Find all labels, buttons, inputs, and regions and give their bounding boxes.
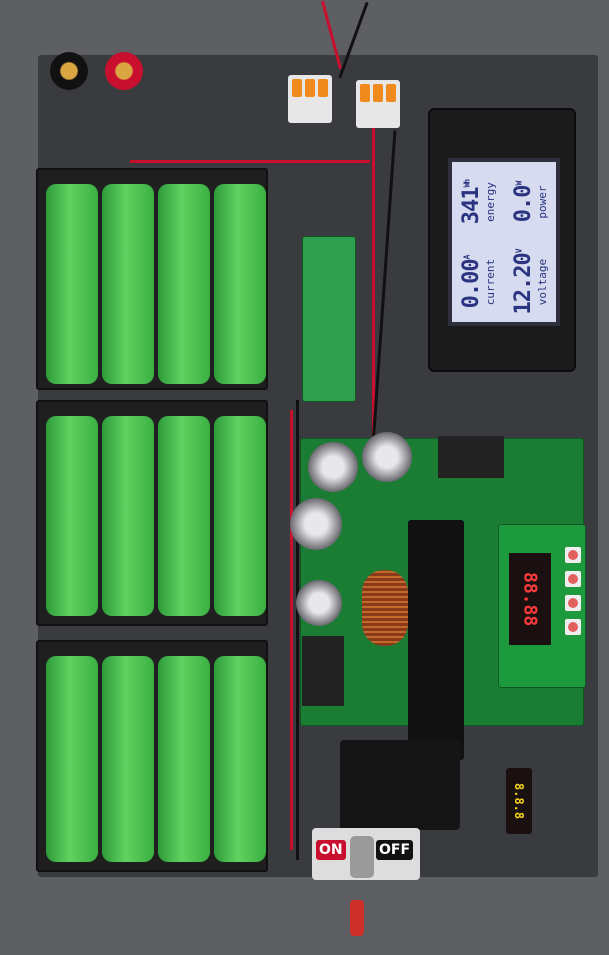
battery-cell [102, 184, 154, 384]
battery-holder [36, 640, 268, 872]
wago-connector [288, 75, 332, 123]
toggle-lever[interactable] [350, 836, 374, 878]
energy-unit: Wh [462, 179, 472, 188]
energy-value: 341 [459, 187, 484, 225]
switch-cover [350, 900, 364, 936]
battery-holder [36, 168, 268, 390]
power-label: power [536, 185, 549, 219]
battery-cell [158, 416, 210, 616]
red-wire [130, 160, 370, 163]
display-value: 88.88 [519, 571, 541, 627]
capacitor [290, 498, 342, 550]
battery-cell [214, 184, 266, 384]
battery-cell [102, 416, 154, 616]
voltmeter-value: 8.8.8 [512, 782, 526, 820]
inductor-coil [362, 570, 408, 646]
mini-voltmeter: 8.8.8 [506, 768, 532, 834]
terminal-block [438, 436, 504, 478]
battery-cell [158, 184, 210, 384]
voltage-value: 12.20 [511, 253, 536, 315]
capacitor [308, 442, 358, 492]
energy-readout: 341Wh energy [452, 162, 504, 242]
led-display: 88.88 [509, 553, 551, 645]
current-unit: A [462, 255, 472, 260]
control-button[interactable] [565, 619, 581, 635]
black-wire [296, 400, 299, 860]
control-board: 88.88 [498, 524, 586, 688]
voltage-label: voltage [536, 258, 549, 306]
battery-cell [46, 416, 98, 616]
power-value: 0.0 [511, 185, 536, 223]
battery-cell [158, 656, 210, 862]
control-button[interactable] [565, 571, 581, 587]
voltage-unit: V [514, 249, 524, 254]
battery-cell [214, 656, 266, 862]
energy-label: energy [484, 182, 497, 222]
fan-housing [340, 740, 460, 830]
wago-connector [356, 80, 400, 128]
control-button[interactable] [565, 547, 581, 563]
toggle-switch-plate: ON OFF [312, 828, 420, 880]
power-unit: W [514, 181, 524, 186]
current-value: 0.00 [459, 259, 484, 309]
black-binding-post [50, 52, 88, 90]
switch-on-label: ON [316, 840, 346, 860]
switch-off-label: OFF [376, 840, 414, 860]
battery-cell [102, 656, 154, 862]
battery-cell [46, 184, 98, 384]
red-wire [372, 120, 375, 440]
battery-cell [214, 416, 266, 616]
current-label: current [484, 258, 497, 306]
red-binding-post [105, 52, 143, 90]
battery-holder [36, 400, 268, 626]
battery-cell [46, 656, 98, 862]
terminal-block [302, 636, 344, 706]
capacitor [296, 580, 342, 626]
control-button[interactable] [565, 595, 581, 611]
heatsink [408, 520, 464, 760]
red-wire [290, 410, 293, 850]
capacitor [362, 432, 412, 482]
bms-board [302, 236, 356, 402]
